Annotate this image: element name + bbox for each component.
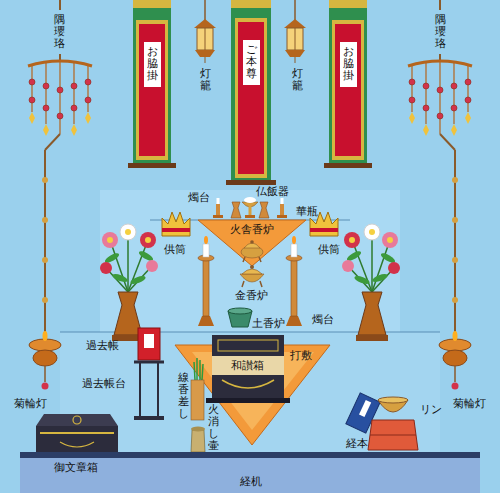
part-label: 灯籠 — [292, 68, 303, 92]
part-label: 燭台 — [312, 314, 334, 326]
part-label: 経本 — [346, 438, 368, 450]
part-label: 菊輪灯 — [14, 398, 47, 410]
part-label: 線香差し — [178, 372, 189, 420]
part-label: 供筒 — [164, 244, 186, 256]
scroll-panel: ご本尊 — [241, 38, 262, 87]
part-label: 灯籠 — [200, 68, 211, 92]
scroll-text: お脇掛 — [343, 46, 354, 82]
part-label: 隅瓔珞 — [54, 14, 65, 50]
part-label: 過去帳 — [86, 340, 119, 352]
scroll-panel: お脇掛 — [338, 40, 359, 89]
part-label: 土香炉 — [252, 318, 285, 330]
part-label: 供筒 — [318, 244, 340, 256]
part-label: 火舎香炉 — [230, 224, 274, 236]
part-label: 打敷 — [290, 350, 312, 362]
part-label: 和讃箱 — [231, 360, 264, 372]
part-label: 御文章箱 — [54, 462, 98, 474]
part-label: リン — [420, 404, 442, 416]
part-label: 火消し壷 — [208, 404, 219, 452]
part-label: 仏飯器 — [256, 186, 289, 198]
part-label: 経机 — [240, 476, 262, 488]
scroll-text: お脇掛 — [147, 46, 158, 82]
part-label: 華瓶 — [296, 206, 318, 218]
part-label: 隅瓔珞 — [435, 14, 446, 50]
part-label: 菊輪灯 — [453, 398, 486, 410]
scroll-text: ご本尊 — [246, 44, 257, 80]
part-label: 過去帳台 — [82, 378, 126, 390]
part-label: 金香炉 — [235, 290, 268, 302]
part-label: 燭台 — [188, 192, 210, 204]
scroll-panel: お脇掛 — [142, 40, 163, 89]
